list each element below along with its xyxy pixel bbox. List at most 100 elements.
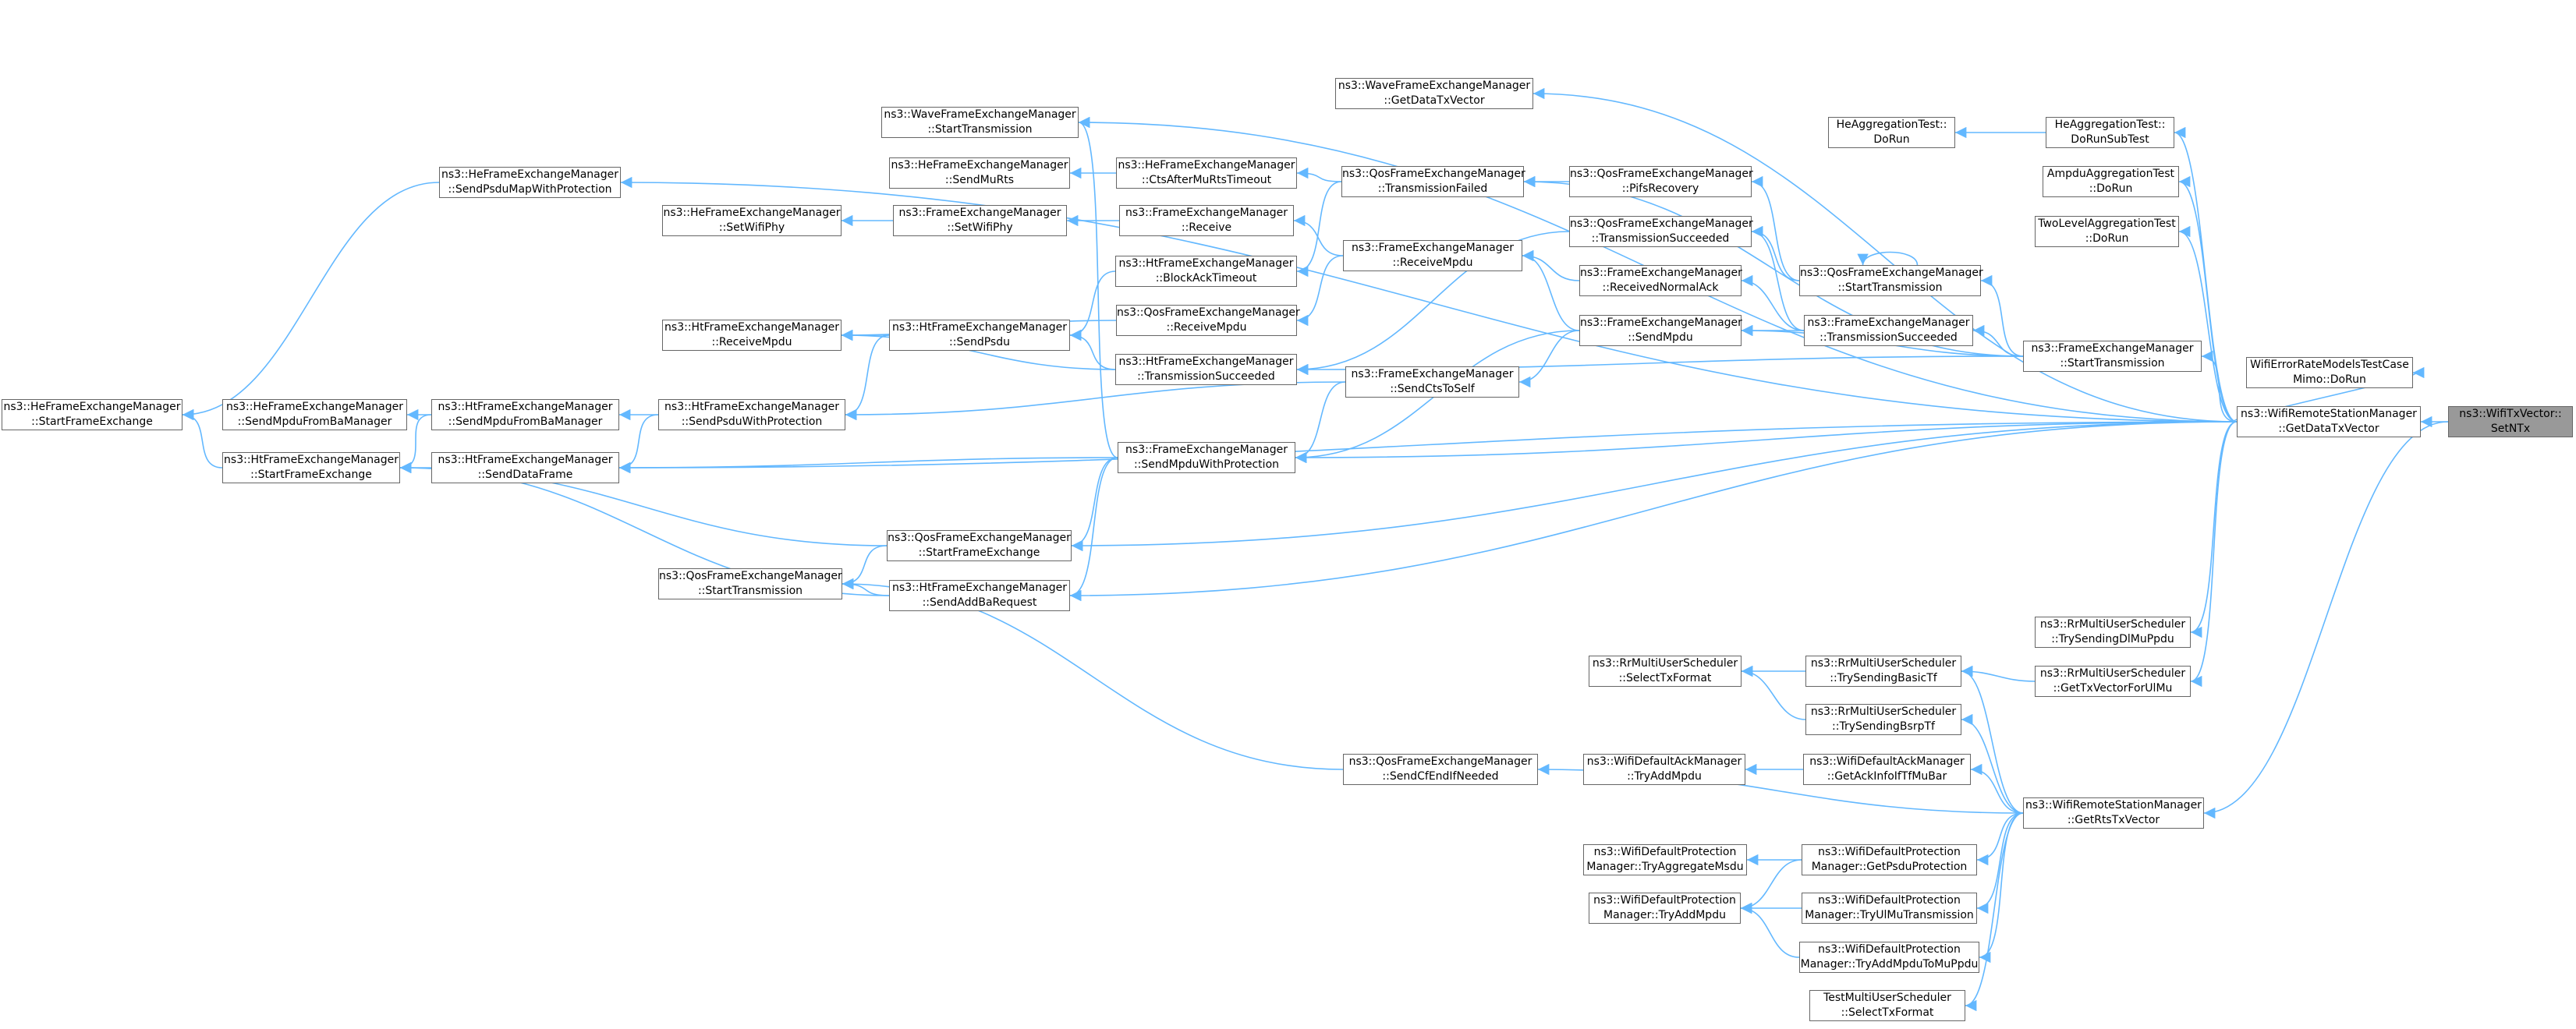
node-label-line: ::TransmissionFailed [1377,182,1488,195]
node-label-line: ::SendAddBaRequest [922,596,1037,609]
graph-node-he_sendmpdufromba[interactable]: ns3::HeFrameExchangeManager::SendMpduFro… [222,399,407,430]
node-label-line: ::GetTxVectorForUlMu [2053,682,2173,695]
node-label-line: ns3::WaveFrameExchangeManager [1338,80,1531,92]
graph-node-fem_sendmpdu[interactable]: ns3::FrameExchangeManager::SendMpdu [1579,315,1742,346]
node-label-line: ns3::HtFrameExchangeManager [892,321,1067,334]
graph-node-ht_receivempdu[interactable]: ns3::HtFrameExchangeManager::ReceiveMpdu [662,320,842,351]
graph-node-he_sendmurts[interactable]: ns3::HeFrameExchangeManager::SendMuRts [889,157,1070,189]
node-label-line: ns3::QosFrameExchangeManager [1117,306,1300,319]
graph-node-rr_gettxul[interactable]: ns3::RrMultiUserScheduler::GetTxVectorFo… [2035,666,2191,697]
graph-node-getdatatx[interactable]: ns3::WifiRemoteStationManager::GetDataTx… [2237,406,2421,437]
graph-node-twolevel[interactable]: TwoLevelAggregationTest::DoRun [2035,216,2179,247]
graph-node-ht_sendpsdu[interactable]: ns3::HtFrameExchangeManager::SendPsdu [889,320,1070,351]
node-label-line: ::TrySendingBasicTf [1830,672,1937,684]
node-label-line: ::DoRun [2089,182,2133,195]
graph-node-qos_pifs[interactable]: ns3::QosFrameExchangeManager::PifsRecove… [1569,166,1753,197]
graph-node-fem_setwifiphy[interactable]: ns3::FrameExchangeManager::SetWifiPhy [893,205,1067,236]
graph-node-fem_receive[interactable]: ns3::FrameExchangeManager::Receive [1119,205,1294,236]
graph-node-ampdu[interactable]: AmpduAggregationTest::DoRun [2043,166,2179,197]
edge-getdatatx-to-twolevel [2178,225,2238,423]
graph-node-getrts[interactable]: ns3::WifiRemoteStationManager::GetRtsTxV… [2023,797,2204,829]
graph-node-he_setwifiphy[interactable]: ns3::HeFrameExchangeManager::SetWifiPhy [662,205,842,236]
node-label-line: ns3::FrameExchangeManager [1351,368,1514,380]
graph-node-ht_sendmpdufromba[interactable]: ns3::HtFrameExchangeManager::SendMpduFro… [431,399,619,430]
edge-getrts-to-prot_tryulmu [1976,812,2024,914]
graph-node-qos_startfe[interactable]: ns3::QosFrameExchangeManager::StartFrame… [887,530,1072,561]
graph-node-fem_rna[interactable]: ns3::FrameExchangeManager::ReceivedNorma… [1579,265,1742,296]
graph-node-wave_start[interactable]: ns3::WaveFrameExchangeManager::StartTran… [881,107,1079,138]
node-label-line: ns3::HtFrameExchangeManager [1118,355,1294,368]
graph-node-wave_getdata[interactable]: ns3::WaveFrameExchangeManager::GetDataTx… [1335,78,1533,109]
graph-node-fem_start[interactable]: ns3::FrameExchangeManager::StartTransmis… [2023,341,2202,372]
edge-fem_sendmpduprot-to-wave_start [1078,116,1118,458]
graph-node-ht_senddata[interactable]: ns3::HtFrameExchangeManager::SendDataFra… [431,452,619,483]
node-label-line: ns3::HtFrameExchangeManager [438,401,613,413]
graph-node-herun[interactable]: HeAggregationTest::DoRun [1828,117,1955,148]
graph-node-ht_startfe[interactable]: ns3::HtFrameExchangeManager::StartFrameE… [222,452,400,483]
graph-node-qos_start[interactable]: ns3::QosFrameExchangeManager::StartTrans… [1799,265,1983,296]
node-label-line: ::StartTransmission [2060,357,2165,370]
graph-node-rr_basictf[interactable]: ns3::RrMultiUserScheduler::TrySendingBas… [1805,656,1961,687]
node-label-line: ::ReceiveMpdu [1392,256,1473,269]
graph-node-ht_blockack[interactable]: ns3::HtFrameExchangeManager::BlockAckTim… [1115,256,1297,287]
graph-node-qos_txsucc[interactable]: ns3::QosFrameExchangeManager::Transmissi… [1569,216,1753,247]
node-label-line: ns3::QosFrameExchangeManager [659,570,842,582]
graph-node-he_ctsafter[interactable]: ns3::HeFrameExchangeManager::CtsAfterMuR… [1116,157,1297,189]
graph-node-qos_receivempdu[interactable]: ns3::QosFrameExchangeManager::ReceiveMpd… [1116,305,1300,336]
graph-node-fem_receivempdu[interactable]: ns3::FrameExchangeManager::ReceiveMpdu [1343,240,1522,271]
node-label-line: ns3::QosFrameExchangeManager [888,532,1071,544]
node-label-line: ns3::FrameExchangeManager [1807,316,1970,329]
node-label-line: ns3::WifiTxVector:: [2459,408,2562,420]
graph-node-he_sendpsdumap[interactable]: ns3::HeFrameExchangeManager::SendPsduMap… [439,167,621,198]
edge-fem_txsucc-to-fem_rna [1741,274,1805,331]
graph-node-qos_start2[interactable]: ns3::QosFrameExchangeManager::StartTrans… [658,568,842,599]
node-label-line: ns3::RrMultiUserScheduler [2039,667,2186,680]
graph-node-test_selecttx[interactable]: TestMultiUserScheduler::SelectTxFormat [1809,990,1965,1021]
node-label-line: ::StartTransmission [1837,281,1943,294]
graph-node-he_startfe[interactable]: ns3::HeFrameExchangeManager::StartFrameE… [2,399,182,430]
node-label-line: ::GetAckInfoIfTfMuBar [1827,770,1947,783]
graph-node-fem_sendmpduprot[interactable]: ns3::FrameExchangeManager::SendMpduWithP… [1118,442,1295,473]
node-label-line: ns3::WifiDefaultProtection [1593,894,1736,907]
graph-node-hesub[interactable]: HeAggregationTest::DoRunSubTest [2046,117,2174,148]
edge-qos_txfailed-to-he_ctsafter [1296,167,1342,182]
node-label-line: ::ReceiveMpdu [711,336,792,348]
edge-getdatatx-to-qos_startfe [1071,421,2238,552]
node-label-line: ::DoRun [2085,232,2129,245]
node-label-line: ns3::FrameExchangeManager [1580,267,1742,279]
edge-getdatatx-to-fem_start [2201,350,2238,423]
graph-node-fem_ctstoself[interactable]: ns3::FrameExchangeManager::SendCtsToSelf [1345,366,1519,398]
graph-node-ht_sendaddba[interactable]: ns3::HtFrameExchangeManager::SendAddBaRe… [889,580,1070,611]
graph-node-rr_selecttx[interactable]: ns3::RrMultiUserScheduler::SelectTxForma… [1589,656,1742,687]
node-label-line: ns3::FrameExchangeManager [2031,342,2194,355]
graph-node-qos_sendcfend[interactable]: ns3::QosFrameExchangeManager::SendCfEndI… [1343,754,1538,785]
node-label-line: ::SelectTxFormat [1618,672,1712,684]
graph-node-rr_bsrptf[interactable]: ns3::RrMultiUserScheduler::TrySendingBsr… [1805,704,1961,735]
edge-getdatatx-to-he_sendpsdumap [620,176,2238,423]
node-label-line: AmpduAggregationTest [2046,168,2175,180]
node-label-line: Manager::GetPsduProtection [1811,861,1968,873]
graph-node-ack_getackinfo[interactable]: ns3::WifiDefaultAckManager::GetAckInfoIf… [1803,754,1971,785]
graph-node-fem_txsucc[interactable]: ns3::FrameExchangeManager::TransmissionS… [1804,315,1973,346]
node-label-line: HeAggregationTest:: [2054,118,2166,131]
graph-node-ack_tryadd[interactable]: ns3::WifiDefaultAckManager::TryAddMpdu [1583,754,1745,785]
node-label-line: ns3::WifiDefaultProtection [1818,943,1961,956]
graph-node-rr_dlmu[interactable]: ns3::RrMultiUserScheduler::TrySendingDlM… [2035,617,2191,648]
edge-getdatatx-to-fem_sendmpduprot [1295,421,2238,464]
edge-getdatatx-to-ht_senddata [618,421,2238,474]
node-label-line: ns3::FrameExchangeManager [898,207,1061,219]
node-label-line: DoRun [1873,133,1910,146]
node-label-line: ns3::WifiDefaultAckManager [1586,755,1742,768]
graph-node-qos_txfailed[interactable]: ns3::QosFrameExchangeManager::Transmissi… [1341,166,1525,197]
node-label-line: ::ReceivedNormalAck [1602,281,1719,294]
graph-node-ht_txsucc[interactable]: ns3::HtFrameExchangeManager::Transmissio… [1115,354,1297,385]
node-label-line: ::SendMpdu [1628,331,1693,344]
graph-node-ht_sendpsduprot[interactable]: ns3::HtFrameExchangeManager::SendPsduWit… [658,399,845,430]
